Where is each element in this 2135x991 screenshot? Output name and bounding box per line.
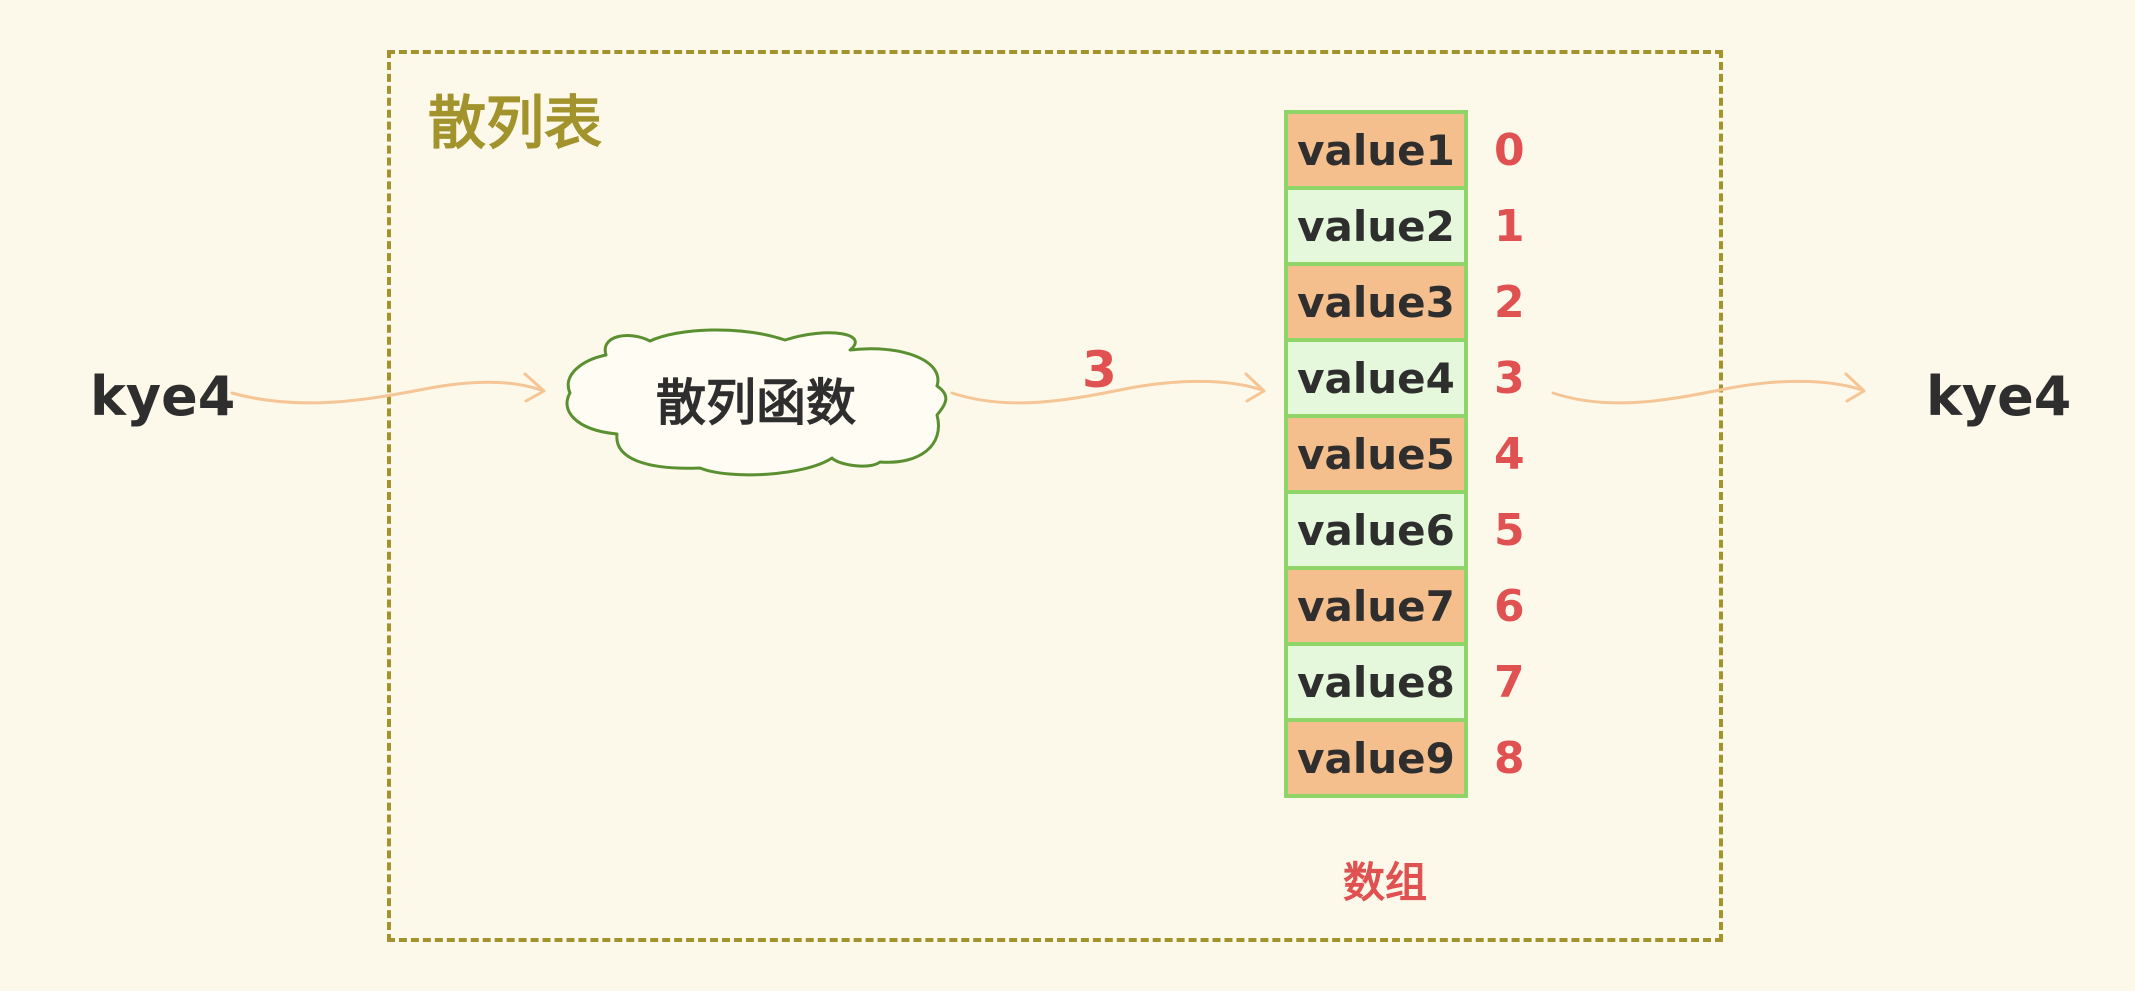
array-cell-value: value3: [1297, 277, 1455, 327]
hash-function-cloud-shape: [565, 328, 948, 477]
array-cell-value: value6: [1297, 505, 1455, 555]
array-cell-index: 8: [1494, 732, 1525, 784]
array-cell-index: 6: [1494, 580, 1525, 632]
array-cell-value: value1: [1297, 125, 1455, 175]
array-cell: value9 8: [1284, 718, 1525, 798]
array-cell-index: 0: [1494, 124, 1525, 176]
hash-table-frame: [387, 50, 1723, 942]
arrow-array-to-output-key: [1551, 372, 1866, 405]
value-array: value1 0 value2 1 value3 2 value4 3 valu…: [1284, 110, 1525, 798]
array-cell-value: value4: [1297, 353, 1455, 403]
array-cell: value8 7: [1284, 642, 1525, 722]
array-cell: value6 5: [1284, 490, 1525, 570]
array-cell: value7 6: [1284, 566, 1525, 646]
array-cell-value: value7: [1297, 581, 1455, 631]
arrow-hash-function-to-array: [950, 372, 1266, 405]
array-cell-index: 3: [1494, 352, 1525, 404]
array-cell-value: value8: [1297, 657, 1455, 707]
hash-table-title: 散列表: [428, 89, 603, 157]
array-caption: 数组: [1343, 858, 1428, 907]
array-cell: value2 1: [1284, 186, 1525, 266]
array-cell-value: value2: [1297, 201, 1455, 251]
array-cell-value: value9: [1297, 733, 1455, 783]
array-cell-index: 4: [1494, 428, 1525, 480]
hash-result-label: 3: [1082, 341, 1117, 399]
array-cell: value3 2: [1284, 262, 1525, 342]
array-cell: value4 3: [1284, 338, 1525, 418]
arrow-key-to-hash-function: [230, 372, 546, 405]
array-cell-index: 2: [1494, 276, 1525, 328]
array-cell-value: value5: [1297, 429, 1455, 479]
hash-function-label: 散列函数: [656, 374, 856, 432]
output-key-label: kye4: [1926, 365, 2072, 428]
array-cell-index: 7: [1494, 656, 1525, 708]
array-cell-index: 5: [1494, 504, 1525, 556]
array-cell: value5 4: [1284, 414, 1525, 494]
array-cell-index: 1: [1494, 200, 1525, 252]
array-cell: value1 0: [1284, 110, 1525, 190]
input-key-label: kye4: [90, 365, 236, 428]
